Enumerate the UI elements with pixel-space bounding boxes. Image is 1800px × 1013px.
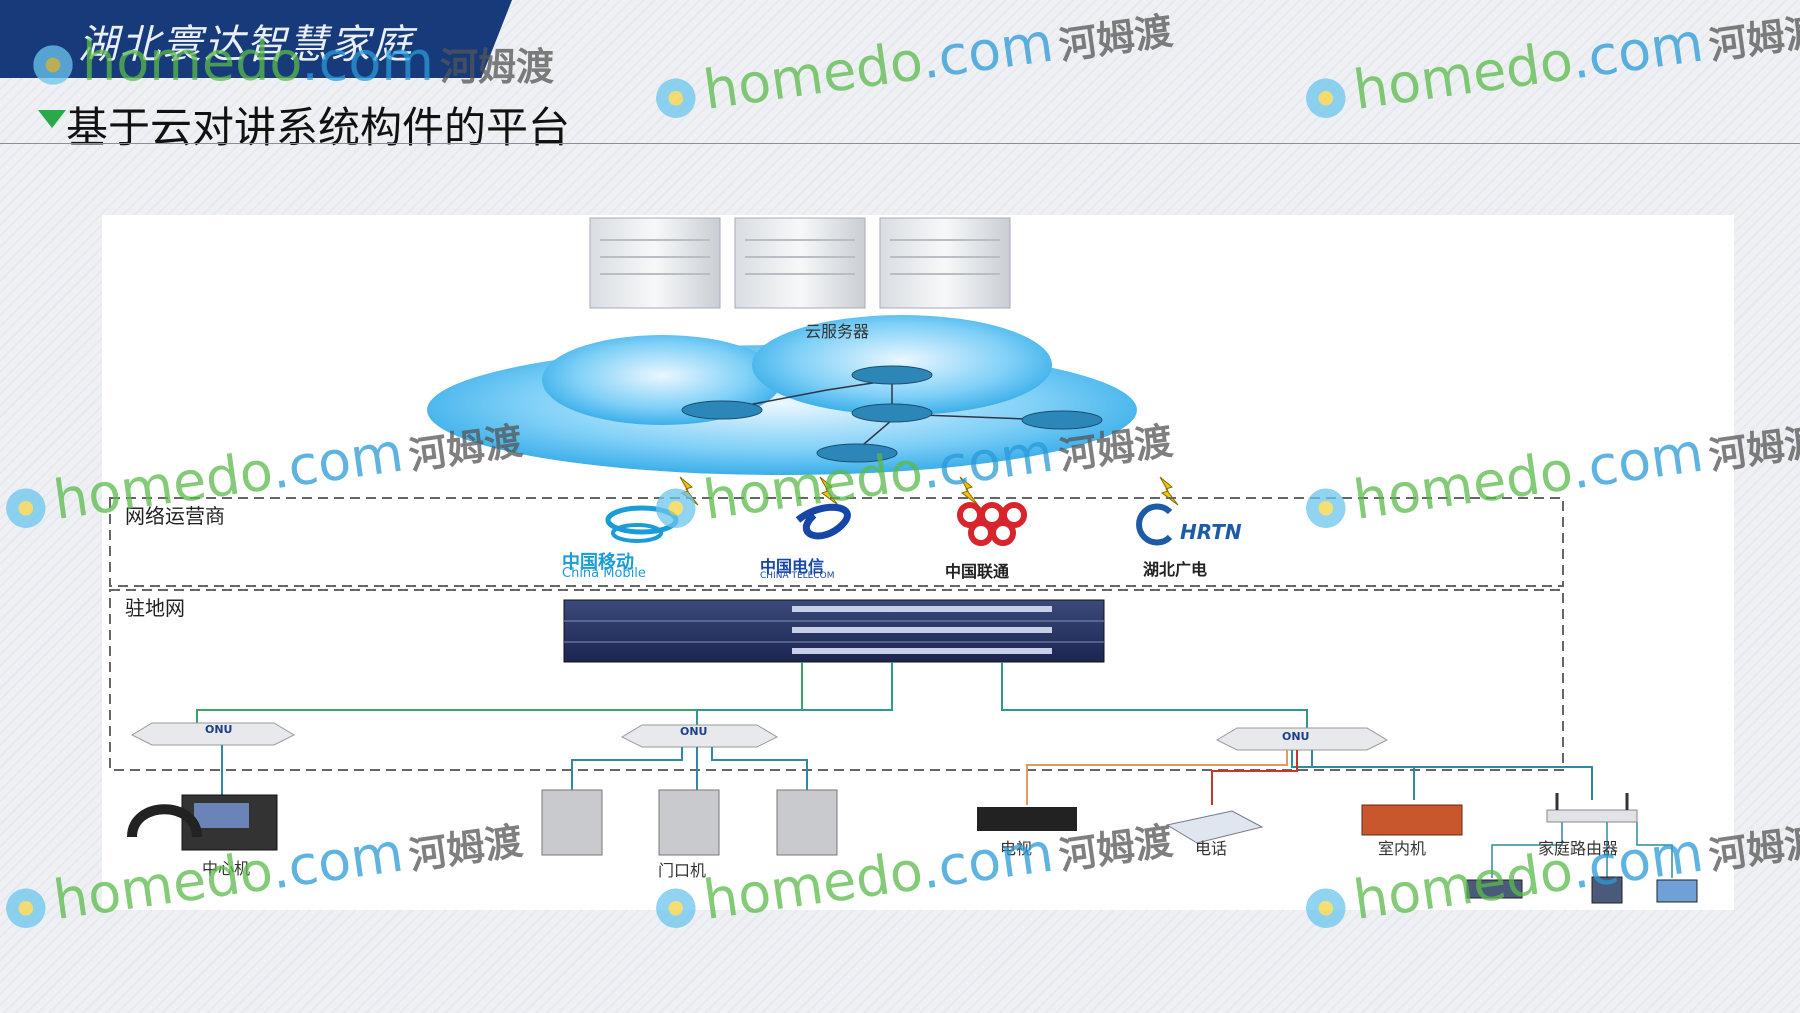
home-router-label: 家庭路由器 <box>1538 839 1619 858</box>
operator-zone <box>109 497 1564 587</box>
title-bullet-icon <box>38 110 66 128</box>
watermark: homedo.com河姆渡 <box>648 0 1176 129</box>
hubei-broadcast-cn: 湖北广电 <box>1143 560 1208 579</box>
onu-units <box>130 722 1389 751</box>
campus-zone-label: 驻地网 <box>125 596 185 620</box>
china-mobile-en: China Mobile <box>562 566 646 581</box>
management-console <box>127 794 278 851</box>
phone-device <box>1165 810 1264 844</box>
watermark-flower-icon <box>0 482 52 535</box>
watermark-flower-icon <box>1299 72 1352 125</box>
china-mobile-cn: 中国移动 <box>562 552 634 573</box>
tv-device <box>977 807 1077 831</box>
slide-title: 基于云对讲系统构件的平台 <box>66 103 571 152</box>
aggregation-switch <box>563 599 1105 663</box>
tv-label: 电视 <box>1000 839 1033 858</box>
title-divider <box>0 143 1800 144</box>
indoor-unit-device <box>1361 804 1463 836</box>
header-banner <box>0 0 512 78</box>
internet-cloud <box>427 315 1137 475</box>
onu-label-2: ONU <box>680 725 708 738</box>
management-console-label: 中心机 <box>202 859 251 878</box>
door-units <box>541 789 838 856</box>
network-diagram <box>109 217 1698 904</box>
cloud-server-label: 云服务器 <box>805 322 870 341</box>
server-2 <box>734 217 866 309</box>
phone-label: 电话 <box>1195 839 1228 858</box>
operator-logos <box>605 502 1173 546</box>
server-3 <box>879 217 1011 309</box>
company-name: 湖北寰达智慧家庭 <box>78 22 414 68</box>
campus-zone <box>109 589 1564 771</box>
watermark-flower-icon <box>649 72 702 125</box>
indoor-unit-label: 室内机 <box>1378 839 1427 858</box>
china-telecom-cn: 中国电信 <box>760 557 825 576</box>
door-unit-label: 门口机 <box>658 861 707 880</box>
onu-label-1: ONU <box>205 723 233 736</box>
watermark-flower-icon <box>0 882 52 935</box>
china-telecom-en: CHINA TELECOM <box>760 571 835 581</box>
operator-zone-label: 网络运营商 <box>125 504 225 528</box>
cloud-servers <box>589 217 1011 309</box>
china-unicom-cn: 中国联通 <box>945 562 1010 581</box>
onu-label-3: ONU <box>1282 730 1310 743</box>
server-1 <box>589 217 721 309</box>
client-devices <box>1466 876 1698 904</box>
watermark: homedo.com河姆渡 <box>1298 0 1800 129</box>
hrtn-logo-text: HRTN <box>1180 520 1242 544</box>
home-router-device <box>1546 793 1638 823</box>
